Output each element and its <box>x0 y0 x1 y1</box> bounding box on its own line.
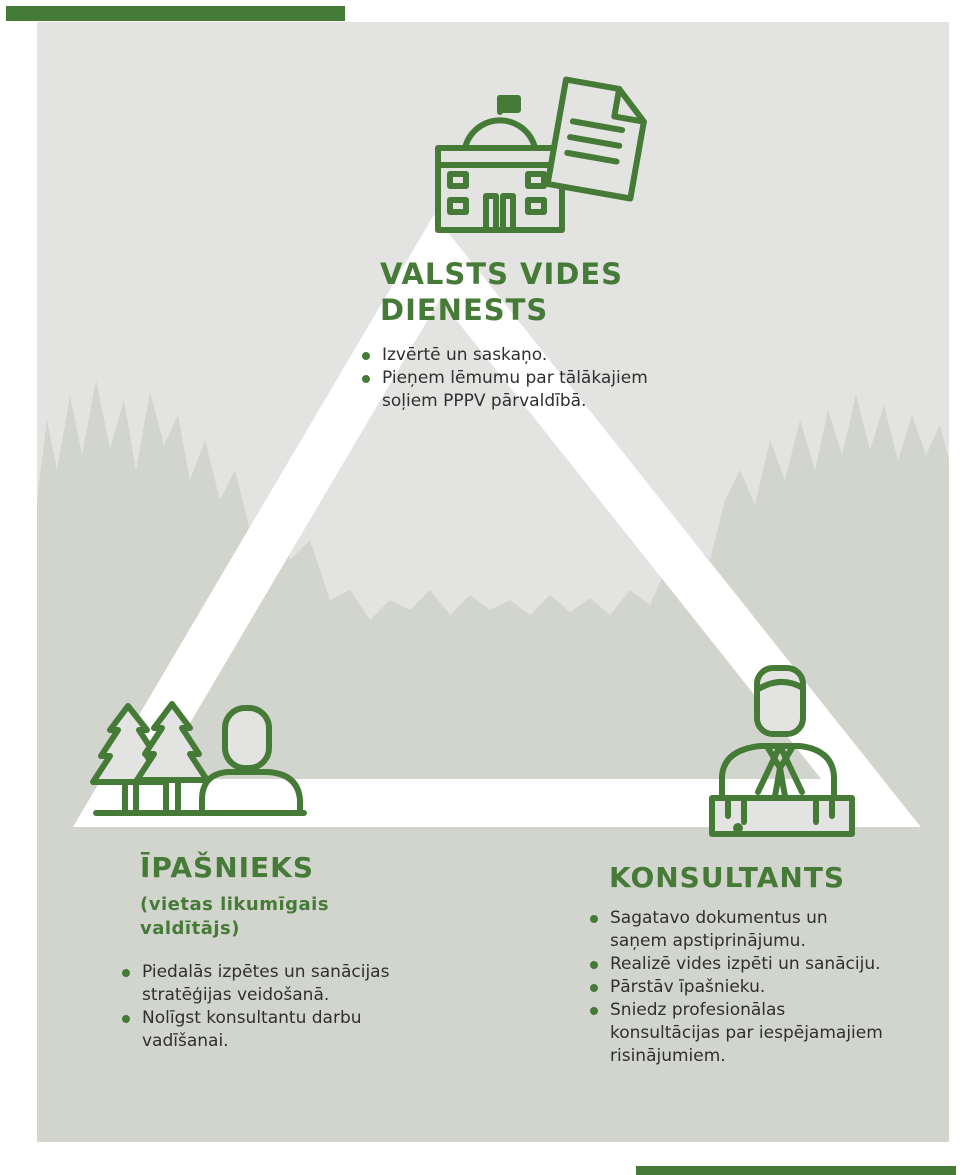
left-bullet-list: Piedalās izpētes un sanācijas stratēģija… <box>120 961 430 1053</box>
bottom-accent-bar <box>636 1166 956 1175</box>
trees-and-person-icon <box>90 701 307 816</box>
bullet-dot <box>122 1015 130 1023</box>
bullet-dot <box>590 1007 598 1015</box>
list-item: Pārstāv īpašnieku. <box>588 976 928 999</box>
subheading-vietas-likumigais-valditajs: (vietas likumīgais valdītājs) <box>140 894 330 939</box>
heading-konsultants: KONSULTANTS <box>609 861 846 894</box>
bullet-dot <box>122 969 130 977</box>
heading-valsts-vides-dienests: VALSTS VIDES DIENESTS <box>380 257 624 327</box>
right-bullet-list: Sagatavo dokumentus un saņem apstiprināj… <box>588 907 928 1068</box>
consultant-person-icon <box>709 665 855 837</box>
list-item: Nolīgst konsultantu darbu vadīšanai. <box>120 1007 430 1053</box>
bullet-dot <box>590 961 598 969</box>
list-item: Sagatavo dokumentus un saņem apstiprināj… <box>588 907 928 953</box>
bullet-dot <box>590 915 598 923</box>
bottom-margin <box>0 1142 963 1166</box>
top-accent-bar <box>6 6 345 21</box>
bullet-dot <box>590 984 598 992</box>
government-building-with-document-icon <box>435 76 647 233</box>
list-item: Piedalās izpētes un sanācijas stratēģija… <box>120 961 430 1007</box>
bullet-dot <box>362 375 370 383</box>
process-triangle <box>72 214 921 827</box>
heading-ipasnieks: ĪPAŠNIEKS <box>140 851 315 884</box>
top-bullet-list: Izvērtē un saskaņo. Pieņem lēmumu par tā… <box>360 344 690 413</box>
list-item: Pieņem lēmumu par tālākajiem soļiem PPPV… <box>360 367 690 413</box>
list-item: Realizē vides izpēti un sanāciju. <box>588 953 928 976</box>
bullet-dot <box>362 352 370 360</box>
list-item: Izvērtē un saskaņo. <box>360 344 690 367</box>
list-item: Sniedz profesionālas konsultācijas par i… <box>588 999 928 1068</box>
